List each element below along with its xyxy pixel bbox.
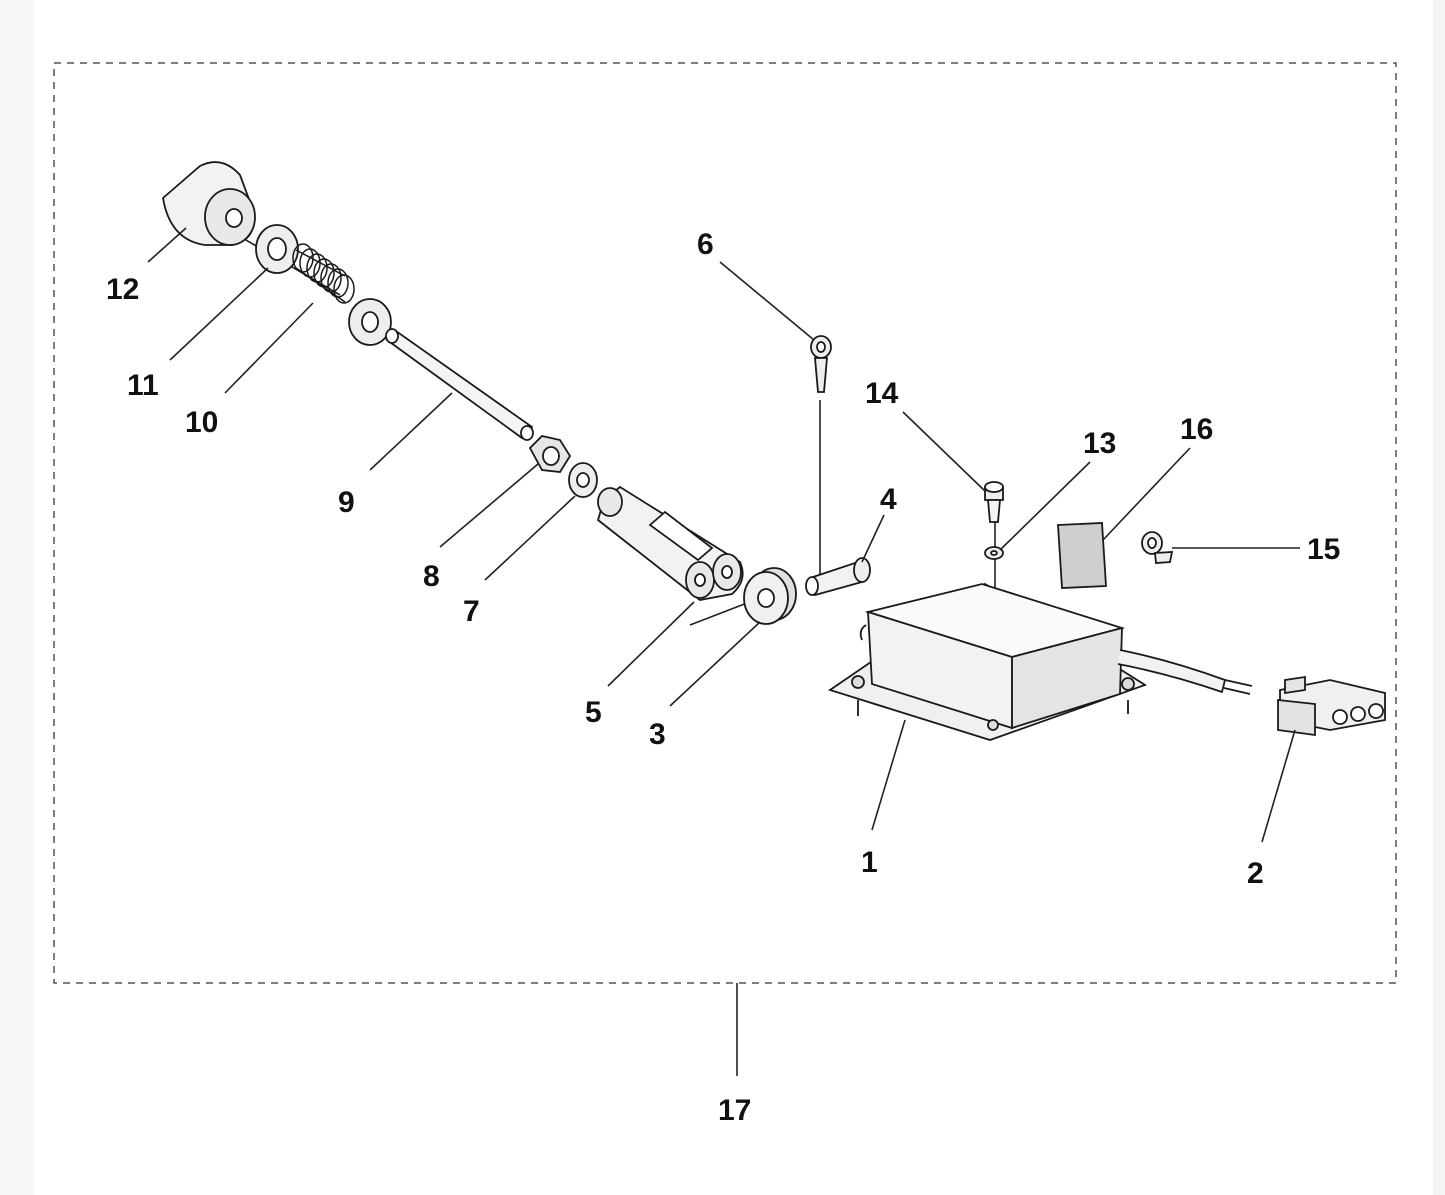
callout-3: 3 <box>649 718 666 751</box>
leader-1 <box>871 719 906 831</box>
part-2-connector <box>1277 675 1386 737</box>
part-5-clevis <box>596 485 744 601</box>
part-11-washer <box>255 224 299 274</box>
leader-3 <box>669 621 761 707</box>
callout-14: 14 <box>865 377 899 410</box>
leader-9 <box>369 392 453 471</box>
leader-10 <box>224 302 314 394</box>
leader-6 <box>719 261 815 341</box>
leader-11 <box>169 267 269 361</box>
part-7-washer <box>568 462 598 498</box>
leader-4 <box>861 514 885 563</box>
callout-13: 13 <box>1083 427 1116 460</box>
part-cable <box>1117 649 1253 695</box>
part-6-eye-terminal <box>810 335 832 393</box>
leader-13 <box>999 461 1091 551</box>
leader-5 <box>607 601 695 687</box>
part-4-pin <box>805 557 871 597</box>
part-14-screw <box>984 481 1004 523</box>
leader-2 <box>1261 729 1296 843</box>
leader-14 <box>902 411 987 493</box>
callout-5: 5 <box>585 696 602 729</box>
part-8-nut <box>528 435 572 473</box>
callout-11: 11 <box>127 369 159 402</box>
callout-6: 6 <box>697 228 714 261</box>
assembly-boundary <box>53 62 1397 984</box>
callout-9: 9 <box>338 486 355 519</box>
callout-12: 12 <box>106 273 139 306</box>
callout-2: 2 <box>1247 857 1264 890</box>
callout-15: 15 <box>1307 533 1340 566</box>
part-3-pulley <box>743 567 797 625</box>
leader-12 <box>147 227 187 263</box>
leader-7 <box>484 495 576 581</box>
part-16-label <box>1057 522 1107 589</box>
part-washer-upper <box>348 298 392 346</box>
callout-7: 7 <box>463 595 480 628</box>
callout-4: 4 <box>880 483 897 516</box>
leader-16 <box>1102 447 1191 541</box>
part-12-knob <box>162 161 256 246</box>
part-15-clip <box>1141 531 1174 564</box>
callout-16: 16 <box>1180 413 1213 446</box>
part-10-spring <box>292 243 355 304</box>
part-13-washer <box>984 546 1004 560</box>
part-1-box <box>827 582 1148 741</box>
leader-8 <box>439 463 539 548</box>
callout-8: 8 <box>423 560 440 593</box>
callout-17: 17 <box>718 1094 751 1127</box>
callout-10: 10 <box>185 406 218 439</box>
callout-1: 1 <box>861 846 878 879</box>
part-9-rod <box>385 328 534 441</box>
